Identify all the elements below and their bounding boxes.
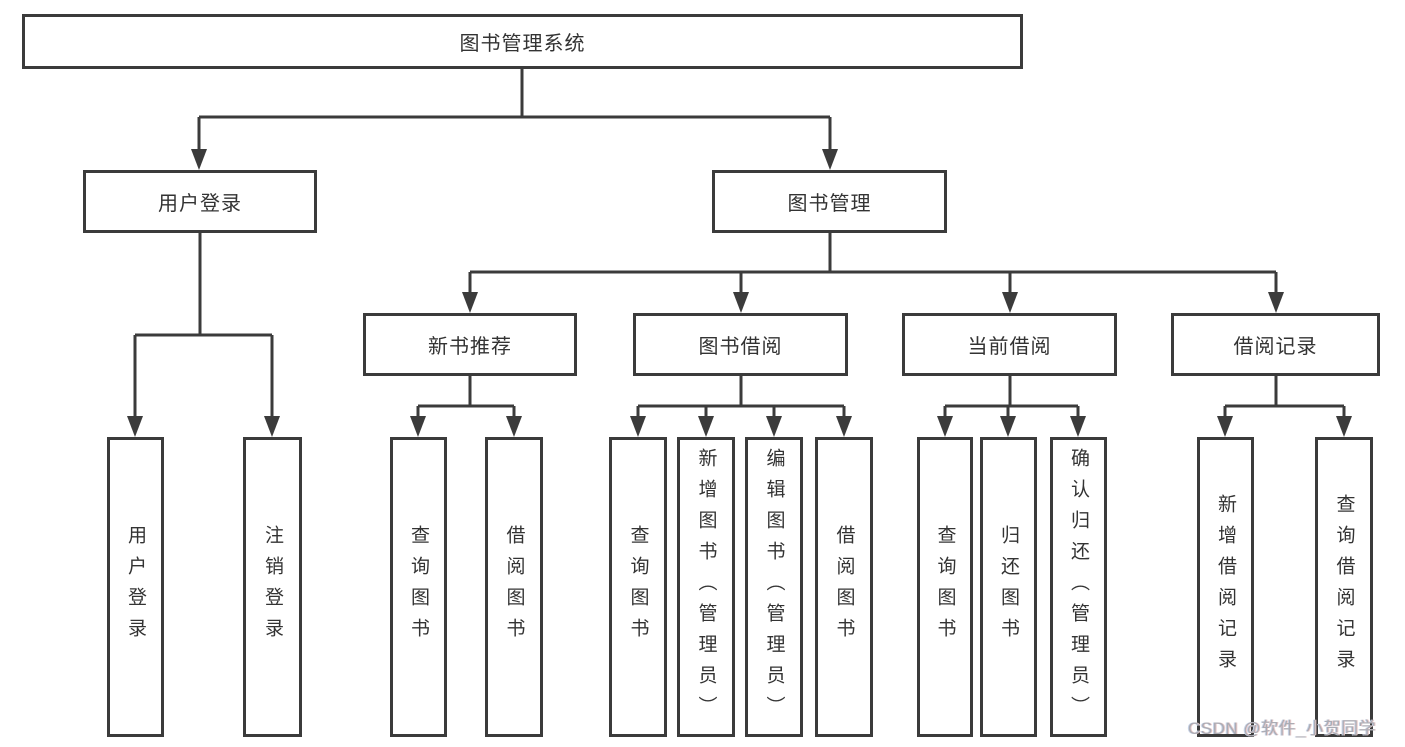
leaf-query-record-label: 查询借阅记录 — [1333, 494, 1355, 680]
leaf-edit-book-admin: 编辑图书（管理员） — [745, 437, 803, 737]
leaf-add-record-label: 新增借阅记录 — [1215, 494, 1236, 680]
leaf-add-book-admin: 新增图书（管理员） — [677, 437, 735, 737]
leaf-return-book-label: 归还图书 — [998, 525, 1019, 649]
leaf-borrow-book-under-recommendation: 借阅图书 — [485, 437, 543, 737]
node-new-book-recommendation: 新书推荐 — [363, 313, 577, 376]
leaf-add-book-label: 新增图书（管理员） — [695, 447, 717, 727]
node-book-management-label: 图书管理 — [787, 193, 872, 215]
node-book-borrowing: 图书借阅 — [633, 313, 848, 376]
leaf-borrow-book-b-label: 借阅图书 — [833, 525, 855, 649]
arrow-down-icon — [127, 149, 1352, 437]
leaf-user-login-label: 用户登录 — [125, 525, 146, 649]
node-book-borrowing-label: 图书借阅 — [698, 336, 783, 358]
leaf-logout: 注销登录 — [243, 437, 302, 737]
leaf-confirm-return-label: 确认归还（管理员） — [1068, 447, 1089, 727]
leaf-return-book: 归还图书 — [980, 437, 1037, 737]
leaf-query-book-b-label: 查询图书 — [627, 525, 649, 649]
csdn-watermark: CSDN @软件_小贺同学 — [1188, 719, 1377, 738]
node-root-label: 图书管理系统 — [459, 33, 586, 55]
leaf-query-book-under-borrowing: 查询图书 — [609, 437, 667, 737]
leaf-user-login: 用户登录 — [107, 437, 164, 737]
node-book-management: 图书管理 — [712, 170, 947, 233]
leaf-confirm-return-admin: 确认归还（管理员） — [1050, 437, 1107, 737]
node-new-book-recommendation-label: 新书推荐 — [428, 336, 512, 358]
leaf-borrow-book-under-borrowing: 借阅图书 — [815, 437, 873, 737]
node-borrowing-records: 借阅记录 — [1171, 313, 1380, 376]
node-user-login-label: 用户登录 — [158, 193, 242, 215]
node-root: 图书管理系统 — [22, 14, 1023, 69]
leaf-query-book-under-current: 查询图书 — [917, 437, 973, 737]
leaf-query-book-under-recommendation: 查询图书 — [390, 437, 447, 737]
leaf-query-borrow-record: 查询借阅记录 — [1315, 437, 1373, 737]
leaf-edit-book-label: 编辑图书（管理员） — [763, 447, 785, 727]
leaf-add-borrow-record: 新增借阅记录 — [1197, 437, 1254, 737]
leaf-logout-label: 注销登录 — [262, 525, 283, 649]
node-current-borrowing: 当前借阅 — [902, 313, 1117, 376]
leaf-query-book-c-label: 查询图书 — [934, 525, 956, 649]
node-user-login: 用户登录 — [83, 170, 317, 233]
leaf-borrow-book-a-label: 借阅图书 — [503, 525, 525, 649]
node-current-borrowing-label: 当前借阅 — [967, 336, 1052, 358]
leaf-query-book-a-label: 查询图书 — [408, 525, 429, 649]
node-borrowing-records-label: 借阅记录 — [1233, 336, 1318, 358]
